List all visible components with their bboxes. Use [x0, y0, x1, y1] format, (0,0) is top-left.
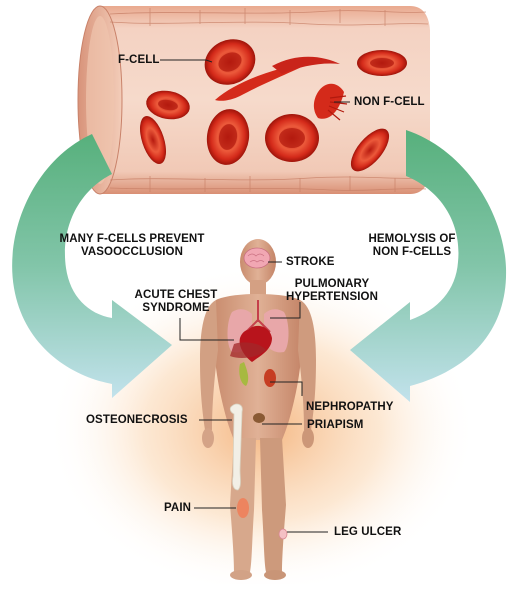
label-leg-ulcer: LEG ULCER	[334, 526, 402, 538]
red-blood-cell	[206, 109, 250, 165]
red-blood-cell	[146, 90, 190, 120]
red-blood-cell	[139, 115, 167, 165]
left-curved-arrow	[12, 134, 172, 398]
red-blood-cells	[139, 39, 407, 172]
stomach-icon	[239, 362, 249, 386]
label-priapism: PRIAPISM	[307, 419, 364, 431]
label-pulmonary-hypertension: PULMONARY HYPERTENSION	[286, 278, 378, 303]
red-blood-cell	[350, 128, 390, 172]
brain-icon	[243, 247, 271, 269]
label-osteonecrosis: OSTEONECROSIS	[86, 414, 188, 426]
label-non-f-cell: NON F-CELL	[354, 96, 425, 108]
leg-ulcer-marker	[278, 528, 288, 540]
sickle-cell	[313, 83, 348, 121]
label-hemolysis: HEMOLYSIS OF NON F-CELLS	[368, 233, 456, 258]
label-acute-chest-syndrome: ACUTE CHEST SYNDROME	[134, 289, 218, 314]
priapism-marker	[253, 413, 265, 423]
label-stroke: STROKE	[286, 256, 335, 268]
kidney-icon	[264, 369, 276, 387]
label-many-f-cells: MANY F-CELLS PREVENT VASOOCCLUSION	[59, 233, 205, 258]
femur-icon	[229, 403, 243, 491]
red-blood-cell	[357, 50, 407, 76]
leader-lines	[160, 59, 350, 533]
liver-icon	[230, 342, 266, 358]
red-blood-cell	[204, 39, 256, 85]
label-nephropathy: NEPHROPATHY	[306, 401, 394, 413]
red-blood-cell	[265, 114, 319, 162]
right-curved-arrow	[350, 130, 507, 402]
label-f-cell: F-CELL	[118, 54, 160, 66]
pain-marker	[237, 498, 249, 518]
sickle-cell	[215, 56, 340, 101]
label-pain: PAIN	[164, 502, 192, 514]
